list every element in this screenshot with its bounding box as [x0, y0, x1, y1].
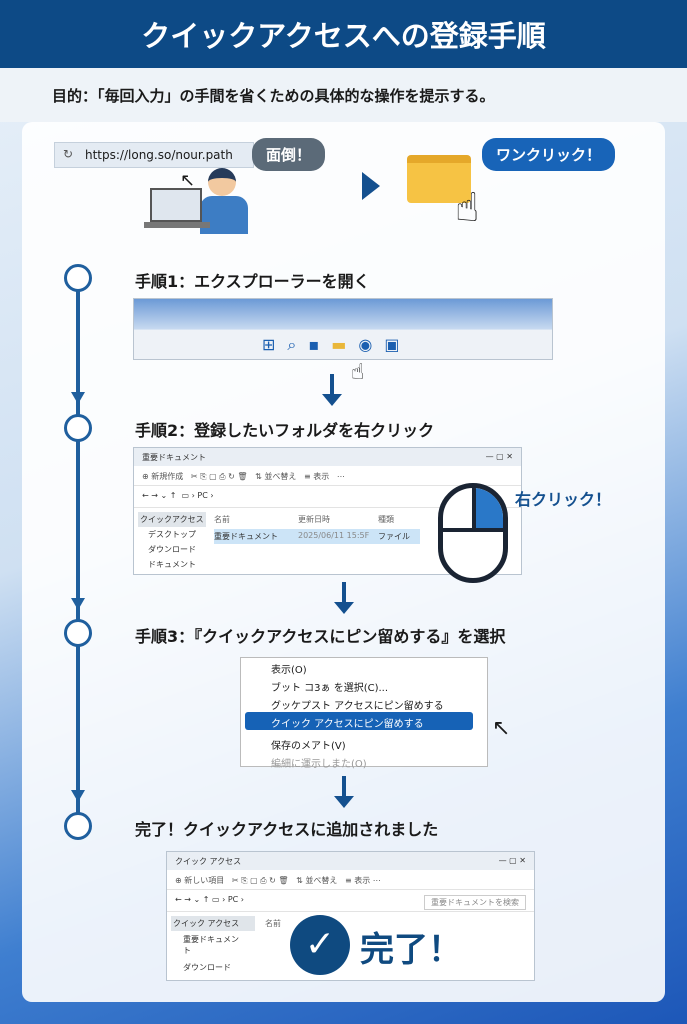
- reload-icon: ↻: [63, 147, 74, 161]
- subtitle: 目的：「毎回入力」の手間を省くための具体的な操作を提示する。: [0, 68, 687, 122]
- sidebar-quick-access[interactable]: クイック アクセス: [171, 916, 255, 931]
- menu-item-save[interactable]: 保存のメアト(V): [271, 741, 346, 752]
- sidebar-downloads[interactable]: ダウンロード: [148, 545, 196, 554]
- step-marker-1: [64, 264, 92, 292]
- person-at-laptop-icon: [144, 168, 250, 236]
- sidebar-documents[interactable]: ドキュメント: [148, 560, 196, 569]
- timeline-arrow: [71, 598, 85, 610]
- speech-bubble-oneclick: ワンクリック！: [482, 138, 616, 171]
- address-path[interactable]: PC: [227, 895, 239, 904]
- step-marker-4: [64, 812, 92, 840]
- menu-item-pin-start[interactable]: グッケプスト アクセスにピン留めする: [271, 701, 444, 712]
- toolbar-view[interactable]: 表示: [313, 472, 330, 481]
- sidebar-quick-access[interactable]: クイックアクセス: [138, 512, 206, 527]
- step-2-title: 手順2：登録したいフォルダを右クリック: [135, 421, 435, 440]
- hand-pointer-icon: ☝: [351, 360, 365, 385]
- cursor-icon: ↖: [492, 716, 511, 741]
- taskbar-screenshot: ⊞⌕▪▬◉▣: [133, 298, 553, 360]
- right-click-label: 右クリック！: [515, 490, 612, 509]
- timeline-arrow: [71, 790, 85, 802]
- step-3-title: 手順3：『クイックアクセスにピン留めする』を選択: [135, 627, 506, 646]
- col-date[interactable]: 更新日時: [298, 515, 330, 524]
- timeline: [76, 278, 80, 826]
- toolbar-sort[interactable]: 並べ替え: [305, 876, 338, 885]
- address-path[interactable]: PC: [197, 491, 208, 500]
- arrow-right-icon: [362, 172, 380, 200]
- menu-item-pin-quick-access[interactable]: クイック アクセスにピン留めする: [245, 712, 473, 730]
- folder-icon: [407, 155, 471, 203]
- url-bar: ↻ https://long.so/nour.path: [54, 142, 254, 168]
- hand-pointer-icon: ☝: [455, 185, 480, 231]
- step-1-title: 手順1：エクスプローラーを開く: [135, 272, 370, 291]
- down-arrow-icon: [334, 582, 354, 614]
- tab-title[interactable]: 重要ドキュメント: [142, 453, 206, 462]
- step-marker-2: [64, 414, 92, 442]
- explorer-window-quick-access: クイック アクセス— ▢ ✕ ⊕ 新しい項目 ✂ ⎘ ▢ ⎙ ↻ 🗑 ⇅ 並べ替…: [166, 851, 535, 981]
- down-arrow-icon: [334, 776, 354, 808]
- done-label: 完了！: [360, 930, 462, 970]
- search-box[interactable]: 重要ドキュメントを検索: [424, 895, 526, 910]
- col-type[interactable]: 種類: [378, 515, 394, 524]
- context-menu: 表示(O) ブット コ3ぁ を選択(C)... グッケプスト アクセスにピン留め…: [240, 657, 488, 770]
- tab-title[interactable]: クイック アクセス: [175, 857, 242, 866]
- col-name[interactable]: 名前: [265, 919, 281, 928]
- step-4-title: 完了！クイックアクセスに追加されました: [135, 820, 439, 839]
- mouse-right-click-icon: [438, 483, 508, 583]
- menu-item-view[interactable]: 表示(O): [271, 665, 307, 676]
- toolbar-view[interactable]: 表示: [354, 876, 371, 885]
- col-name[interactable]: 名前: [214, 515, 230, 524]
- check-circle-icon: ✓: [290, 915, 350, 975]
- timeline-arrow: [71, 392, 85, 404]
- toolbar-new[interactable]: 新しい項目: [184, 876, 225, 885]
- menu-item-more[interactable]: 編細に運示しまた(O): [271, 759, 367, 770]
- page-title: クイックアクセスへの登録手順: [0, 0, 687, 68]
- explorer-window: 重要ドキュメント— ▢ ✕ ⊕ 新規作成 ✂ ⎘ ▢ ⎙ ↻ 🗑 ⇅ 並べ替え …: [133, 447, 522, 575]
- sidebar-desktop[interactable]: デスクトップ: [148, 530, 196, 539]
- sidebar-downloads[interactable]: ダウンロード: [183, 963, 231, 972]
- menu-item-select[interactable]: ブット コ3ぁ を選択(C)...: [271, 683, 389, 694]
- taskbar-icons: ⊞⌕▪▬◉▣: [262, 335, 412, 354]
- sidebar-pinned-folder[interactable]: 重要ドキュメント: [183, 935, 239, 955]
- speech-bubble-bother: 面倒！: [252, 138, 326, 171]
- cursor-icon: ↖: [180, 170, 196, 191]
- down-arrow-icon: [322, 374, 342, 406]
- url-text: https://long.so/nour.path: [85, 148, 233, 162]
- step-marker-3: [64, 619, 92, 647]
- toolbar-new[interactable]: 新規作成: [151, 472, 184, 481]
- toolbar-sort[interactable]: 並べ替え: [264, 472, 297, 481]
